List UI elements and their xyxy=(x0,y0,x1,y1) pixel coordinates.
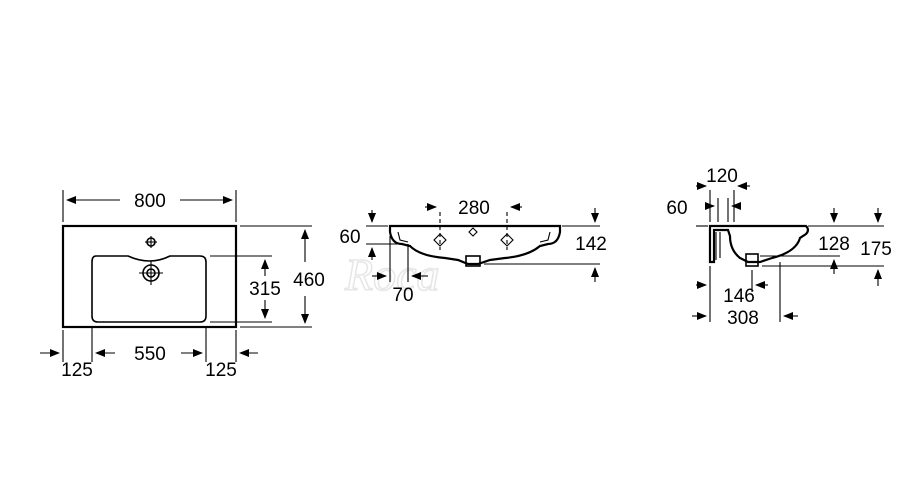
bowl-outline xyxy=(91,255,207,323)
basin-front-outline xyxy=(388,224,562,266)
dim-overall-width: 800 xyxy=(134,191,166,212)
basin-outline xyxy=(61,224,238,329)
watermark-logo: Roca xyxy=(343,248,440,301)
dim-waste-offset: 70 xyxy=(392,285,413,306)
tap-hole-center-icon xyxy=(468,227,478,237)
dim-overall-depth: 460 xyxy=(293,270,325,291)
dim-total-height: 142 xyxy=(575,234,607,255)
dim-overall-projection: 308 xyxy=(727,308,759,329)
tap-hole-icon xyxy=(145,236,157,248)
top-view: 800 460 315 550 125 125 xyxy=(40,190,325,381)
waste-outlet xyxy=(465,255,481,267)
side-view: 120 60 128 175 146 308 xyxy=(666,166,891,329)
watermark-text: Roca xyxy=(344,249,440,300)
dim-bowl-width: 550 xyxy=(134,344,166,365)
dim-side-rim-height: 60 xyxy=(666,198,687,219)
dim-waste-distance: 146 xyxy=(723,286,755,307)
dim-bowl-depth: 315 xyxy=(249,279,281,300)
dim-right-margin: 125 xyxy=(205,360,237,381)
dim-left-margin: 125 xyxy=(61,360,93,381)
basin-side-outline xyxy=(708,224,810,264)
side-waste-outlet xyxy=(745,253,759,267)
dim-top-offset: 120 xyxy=(706,166,738,187)
dim-inner-depth: 128 xyxy=(818,234,850,255)
drain-icon xyxy=(139,261,163,285)
front-view: 280 60 142 70 xyxy=(339,198,606,306)
tap-hole-right-icon xyxy=(500,233,514,247)
tap-hole-left-icon xyxy=(433,233,447,247)
dim-side-total-height: 175 xyxy=(860,239,892,260)
dim-tap-hole-spacing: 280 xyxy=(458,198,490,219)
dim-rim-height: 60 xyxy=(339,227,360,248)
